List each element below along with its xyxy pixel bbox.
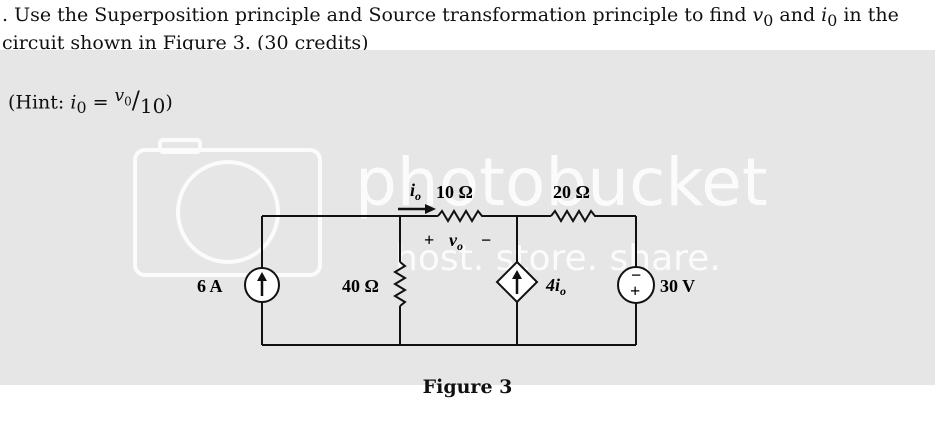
label-vo-minus: − <box>481 230 491 250</box>
resistor-20 <box>550 209 599 223</box>
label-40-ohm: 40 Ω <box>342 276 379 296</box>
figure-caption: Figure 3 <box>422 376 513 398</box>
dependent-current-source <box>495 260 539 304</box>
current-arrow-io <box>398 204 436 214</box>
problem-statement: . Use the Superposition principle and So… <box>2 4 927 55</box>
hint-denominator: 10 <box>139 94 166 119</box>
arrow-up-icon <box>257 272 267 281</box>
label-io: io <box>410 180 421 203</box>
camera-icon <box>133 138 322 277</box>
var-i-subscript: 0 <box>827 10 838 30</box>
label-4io: 4io <box>545 275 566 298</box>
problem-text-and: and <box>773 4 822 26</box>
voltage-source-30v <box>617 266 655 304</box>
arrow-up-icon <box>512 270 522 279</box>
label-vo-plus: + <box>424 230 434 250</box>
hint-numerator-subscript: 0 <box>124 94 132 109</box>
var-v: v <box>752 4 764 26</box>
label-vs-plus: + <box>630 281 640 301</box>
resistor-40 <box>393 261 407 307</box>
hint-numerator: v <box>114 86 125 106</box>
resistor-10 <box>437 209 486 223</box>
label-10-ohm: 10 Ω <box>436 182 473 202</box>
hint-var-i-subscript: 0 <box>76 98 87 118</box>
hint-open: (Hint: <box>8 91 71 114</box>
hint-close: ) <box>165 91 173 114</box>
label-vo: vo <box>449 230 463 253</box>
current-source-6a <box>244 267 280 303</box>
watermark-tagline: host. store. share. <box>395 238 721 279</box>
var-i: i <box>821 4 828 26</box>
problem-text-prefix: . Use the Superposition principle and So… <box>2 4 753 26</box>
hint-equals: = <box>86 91 115 114</box>
label-vs-minus: − <box>631 265 641 285</box>
label-20-ohm: 20 Ω <box>553 182 590 202</box>
problem-text-suffix: in the circuit shown in Figure 3. (30 cr… <box>2 4 899 54</box>
var-v-subscript: 0 <box>763 10 774 30</box>
label-30v: 30 V <box>660 276 695 296</box>
arrow-right-icon <box>425 204 436 214</box>
label-6a: 6 A <box>197 276 223 296</box>
figure-panel: (Hint: i0 = v0/10) <box>0 50 935 385</box>
hint-var-i: i <box>70 91 77 114</box>
hint: (Hint: i0 = v0/10) <box>8 86 173 118</box>
hint-fraction-slash: / <box>131 86 140 115</box>
